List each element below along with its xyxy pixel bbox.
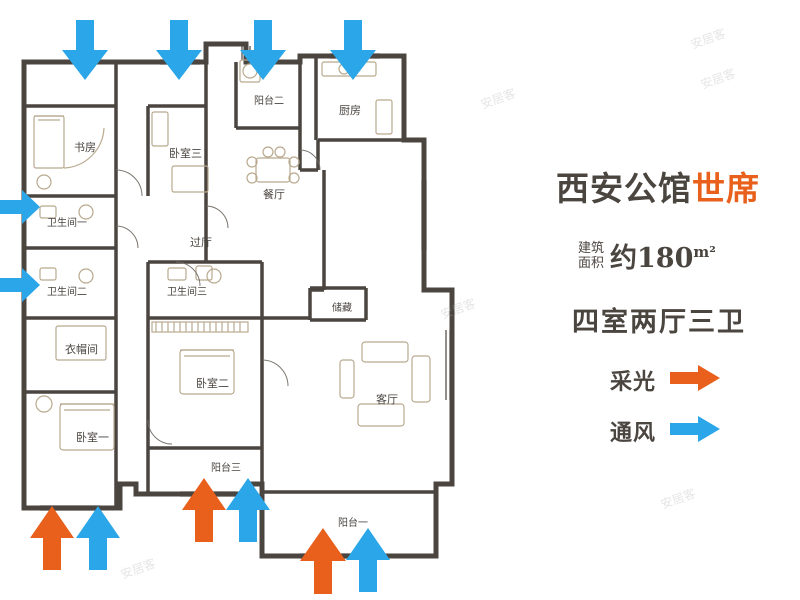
area-label-line1: 建筑 [578, 240, 605, 256]
legend-ventilation-arrow-icon [670, 415, 721, 447]
room-label-guoting: 过厅 [190, 236, 212, 249]
area-label: 建筑 面积 [578, 241, 604, 271]
room-label-keting: 客厅 [376, 393, 398, 406]
room-label-shufang: 书房 [74, 141, 96, 154]
area-label-line2: 面积 [578, 255, 605, 271]
area-value-unit: m² [693, 243, 716, 261]
project-title: 西安公馆世席 [556, 162, 800, 210]
room-label-yangtai-er: 阳台二 [254, 96, 284, 107]
area-value-number: 约180 [610, 243, 694, 274]
room-label-canting: 餐厅 [263, 188, 285, 201]
info-panel: 西安公馆世席 建筑 面积 约180m² 四室两厅三卫 采光 通风 [548, 0, 800, 600]
room-label-yangtai-yi: 阳台一 [338, 518, 368, 529]
room-summary: 四室两厅三卫 [572, 307, 746, 338]
legend-lighting: 采光 [610, 364, 721, 396]
room-label-yimaojian: 衣帽间 [65, 343, 98, 356]
room-label-chucang: 储藏 [332, 303, 352, 314]
floorplan-drawing: 书房 卧室三 阳台二 厨房 餐厅 卫生间一 过厅 卫生间二 卫生间三 储藏 衣帽… [0, 20, 455, 594]
room-label-yangtai-san: 阳台三 [211, 463, 241, 474]
area-row: 建筑 面积 约180m² [578, 236, 716, 275]
area-value: 约180m² [610, 236, 716, 275]
project-title-main: 西安公馆 [556, 169, 692, 208]
room-label-weishengjian-san: 卫生间三 [167, 287, 207, 298]
room-label-woshi-yi: 卧室一 [76, 431, 109, 444]
legend-ventilation-label: 通风 [610, 420, 657, 446]
room-label-weishengjian-er: 卫生间二 [47, 287, 87, 298]
room-label-chufang: 厨房 [339, 104, 361, 117]
legend-lighting-label: 采光 [610, 369, 657, 395]
room-label-woshi-san: 卧室三 [169, 147, 202, 160]
floorplan-svg [21, 41, 455, 559]
room-label-weishengjian-yi: 卫生间一 [47, 218, 87, 229]
legend-ventilation: 通风 [610, 415, 721, 447]
room-label-woshi-er: 卧室二 [196, 377, 229, 390]
project-title-accent: 世席 [692, 169, 760, 208]
legend-lighting-arrow-icon [670, 364, 721, 396]
